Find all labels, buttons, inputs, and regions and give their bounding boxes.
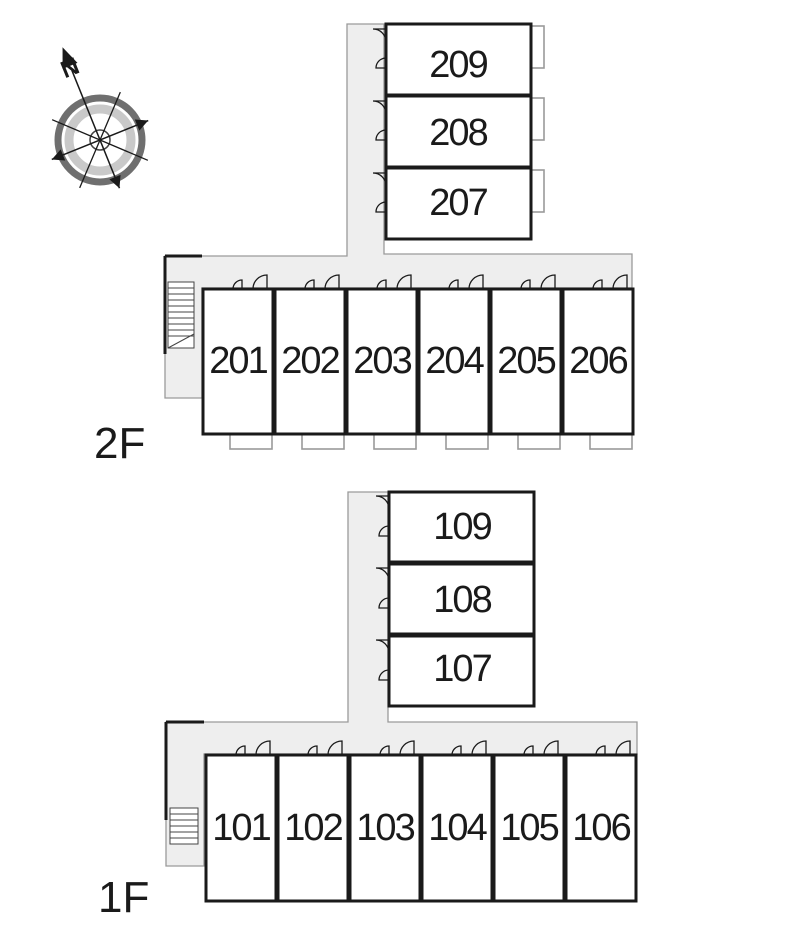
unit-number: 108 bbox=[433, 579, 491, 621]
door-icon bbox=[451, 745, 462, 756]
door-icon bbox=[372, 172, 387, 187]
staircase-2f bbox=[167, 281, 195, 349]
unit-2f-row-4: 204 bbox=[417, 274, 491, 450]
unit-1f-row-3: 103 bbox=[348, 740, 422, 903]
floor-label-1f: 1F bbox=[98, 873, 149, 922]
door-icon bbox=[235, 745, 246, 756]
unit-1f-top-2: 108 bbox=[375, 562, 536, 636]
door-icon bbox=[324, 274, 340, 290]
unit-number: 205 bbox=[497, 340, 555, 382]
unit-number: 107 bbox=[433, 648, 491, 690]
unit-number: 102 bbox=[284, 807, 342, 849]
door-icon bbox=[595, 745, 606, 756]
door-icon bbox=[378, 525, 390, 537]
door-icon bbox=[376, 279, 387, 290]
floor-2f: 209 208 207 201 20 bbox=[94, 22, 635, 468]
door-icon bbox=[327, 740, 343, 756]
unit-1f-row-6: 106 bbox=[564, 740, 638, 903]
door-icon bbox=[372, 100, 387, 115]
unit-2f-row-3: 203 bbox=[345, 274, 419, 450]
door-icon bbox=[396, 274, 412, 290]
unit-number: 103 bbox=[356, 807, 414, 849]
door-icon bbox=[612, 274, 628, 290]
unit-number: 101 bbox=[212, 807, 270, 849]
unit-2f-row-2: 202 bbox=[273, 274, 347, 450]
unit-2f-row-1: 201 bbox=[201, 274, 275, 450]
floor-label-2f: 2F bbox=[94, 419, 145, 468]
unit-number: 106 bbox=[572, 807, 630, 849]
door-icon bbox=[378, 669, 390, 681]
door-icon bbox=[255, 740, 271, 756]
door-icon bbox=[378, 597, 390, 609]
unit-2f-top-3: 207 bbox=[372, 166, 545, 241]
door-icon bbox=[375, 129, 387, 141]
door-icon bbox=[307, 745, 318, 756]
unit-number: 201 bbox=[209, 340, 267, 382]
unit-number: 207 bbox=[429, 182, 487, 224]
unit-number: 104 bbox=[428, 807, 487, 849]
compass-icon: N bbox=[51, 47, 149, 189]
door-icon bbox=[372, 28, 387, 43]
unit-1f-top-3: 107 bbox=[375, 634, 536, 708]
door-icon bbox=[543, 740, 559, 756]
unit-1f-row-4: 104 bbox=[420, 740, 494, 903]
unit-1f-row-1: 101 bbox=[204, 740, 278, 903]
door-icon bbox=[471, 740, 487, 756]
door-icon bbox=[375, 57, 387, 69]
staircase-1f bbox=[169, 807, 199, 845]
door-icon bbox=[375, 639, 390, 654]
unit-number: 105 bbox=[500, 807, 558, 849]
unit-number: 208 bbox=[429, 112, 487, 154]
unit-1f-row-5: 105 bbox=[492, 740, 566, 903]
door-icon bbox=[523, 745, 534, 756]
unit-1f-row-2: 102 bbox=[276, 740, 350, 903]
floor-1f: 109 108 107 101 102 bbox=[98, 490, 638, 922]
unit-number: 209 bbox=[429, 44, 487, 86]
door-icon bbox=[399, 740, 415, 756]
door-icon bbox=[448, 279, 459, 290]
unit-2f-top-1: 209 bbox=[372, 22, 545, 97]
door-icon bbox=[375, 567, 390, 582]
door-icon bbox=[592, 279, 603, 290]
unit-2f-row-5: 205 bbox=[489, 274, 563, 450]
unit-2f-top-2: 208 bbox=[372, 94, 545, 169]
north-arrow-icon bbox=[62, 47, 78, 69]
unit-number: 204 bbox=[425, 340, 484, 382]
door-icon bbox=[252, 274, 268, 290]
unit-number: 202 bbox=[281, 340, 339, 382]
door-icon bbox=[304, 279, 315, 290]
door-icon bbox=[468, 274, 484, 290]
door-icon bbox=[379, 745, 390, 756]
door-icon bbox=[540, 274, 556, 290]
unit-number: 206 bbox=[569, 340, 627, 382]
door-icon bbox=[375, 495, 390, 510]
unit-number: 109 bbox=[433, 506, 491, 548]
unit-number: 203 bbox=[353, 340, 411, 382]
door-icon bbox=[375, 201, 387, 213]
door-icon bbox=[615, 740, 631, 756]
unit-2f-row-6: 206 bbox=[561, 274, 635, 450]
unit-1f-top-1: 109 bbox=[375, 490, 536, 564]
door-icon bbox=[520, 279, 531, 290]
north-label: N bbox=[57, 53, 83, 85]
door-icon bbox=[232, 279, 243, 290]
